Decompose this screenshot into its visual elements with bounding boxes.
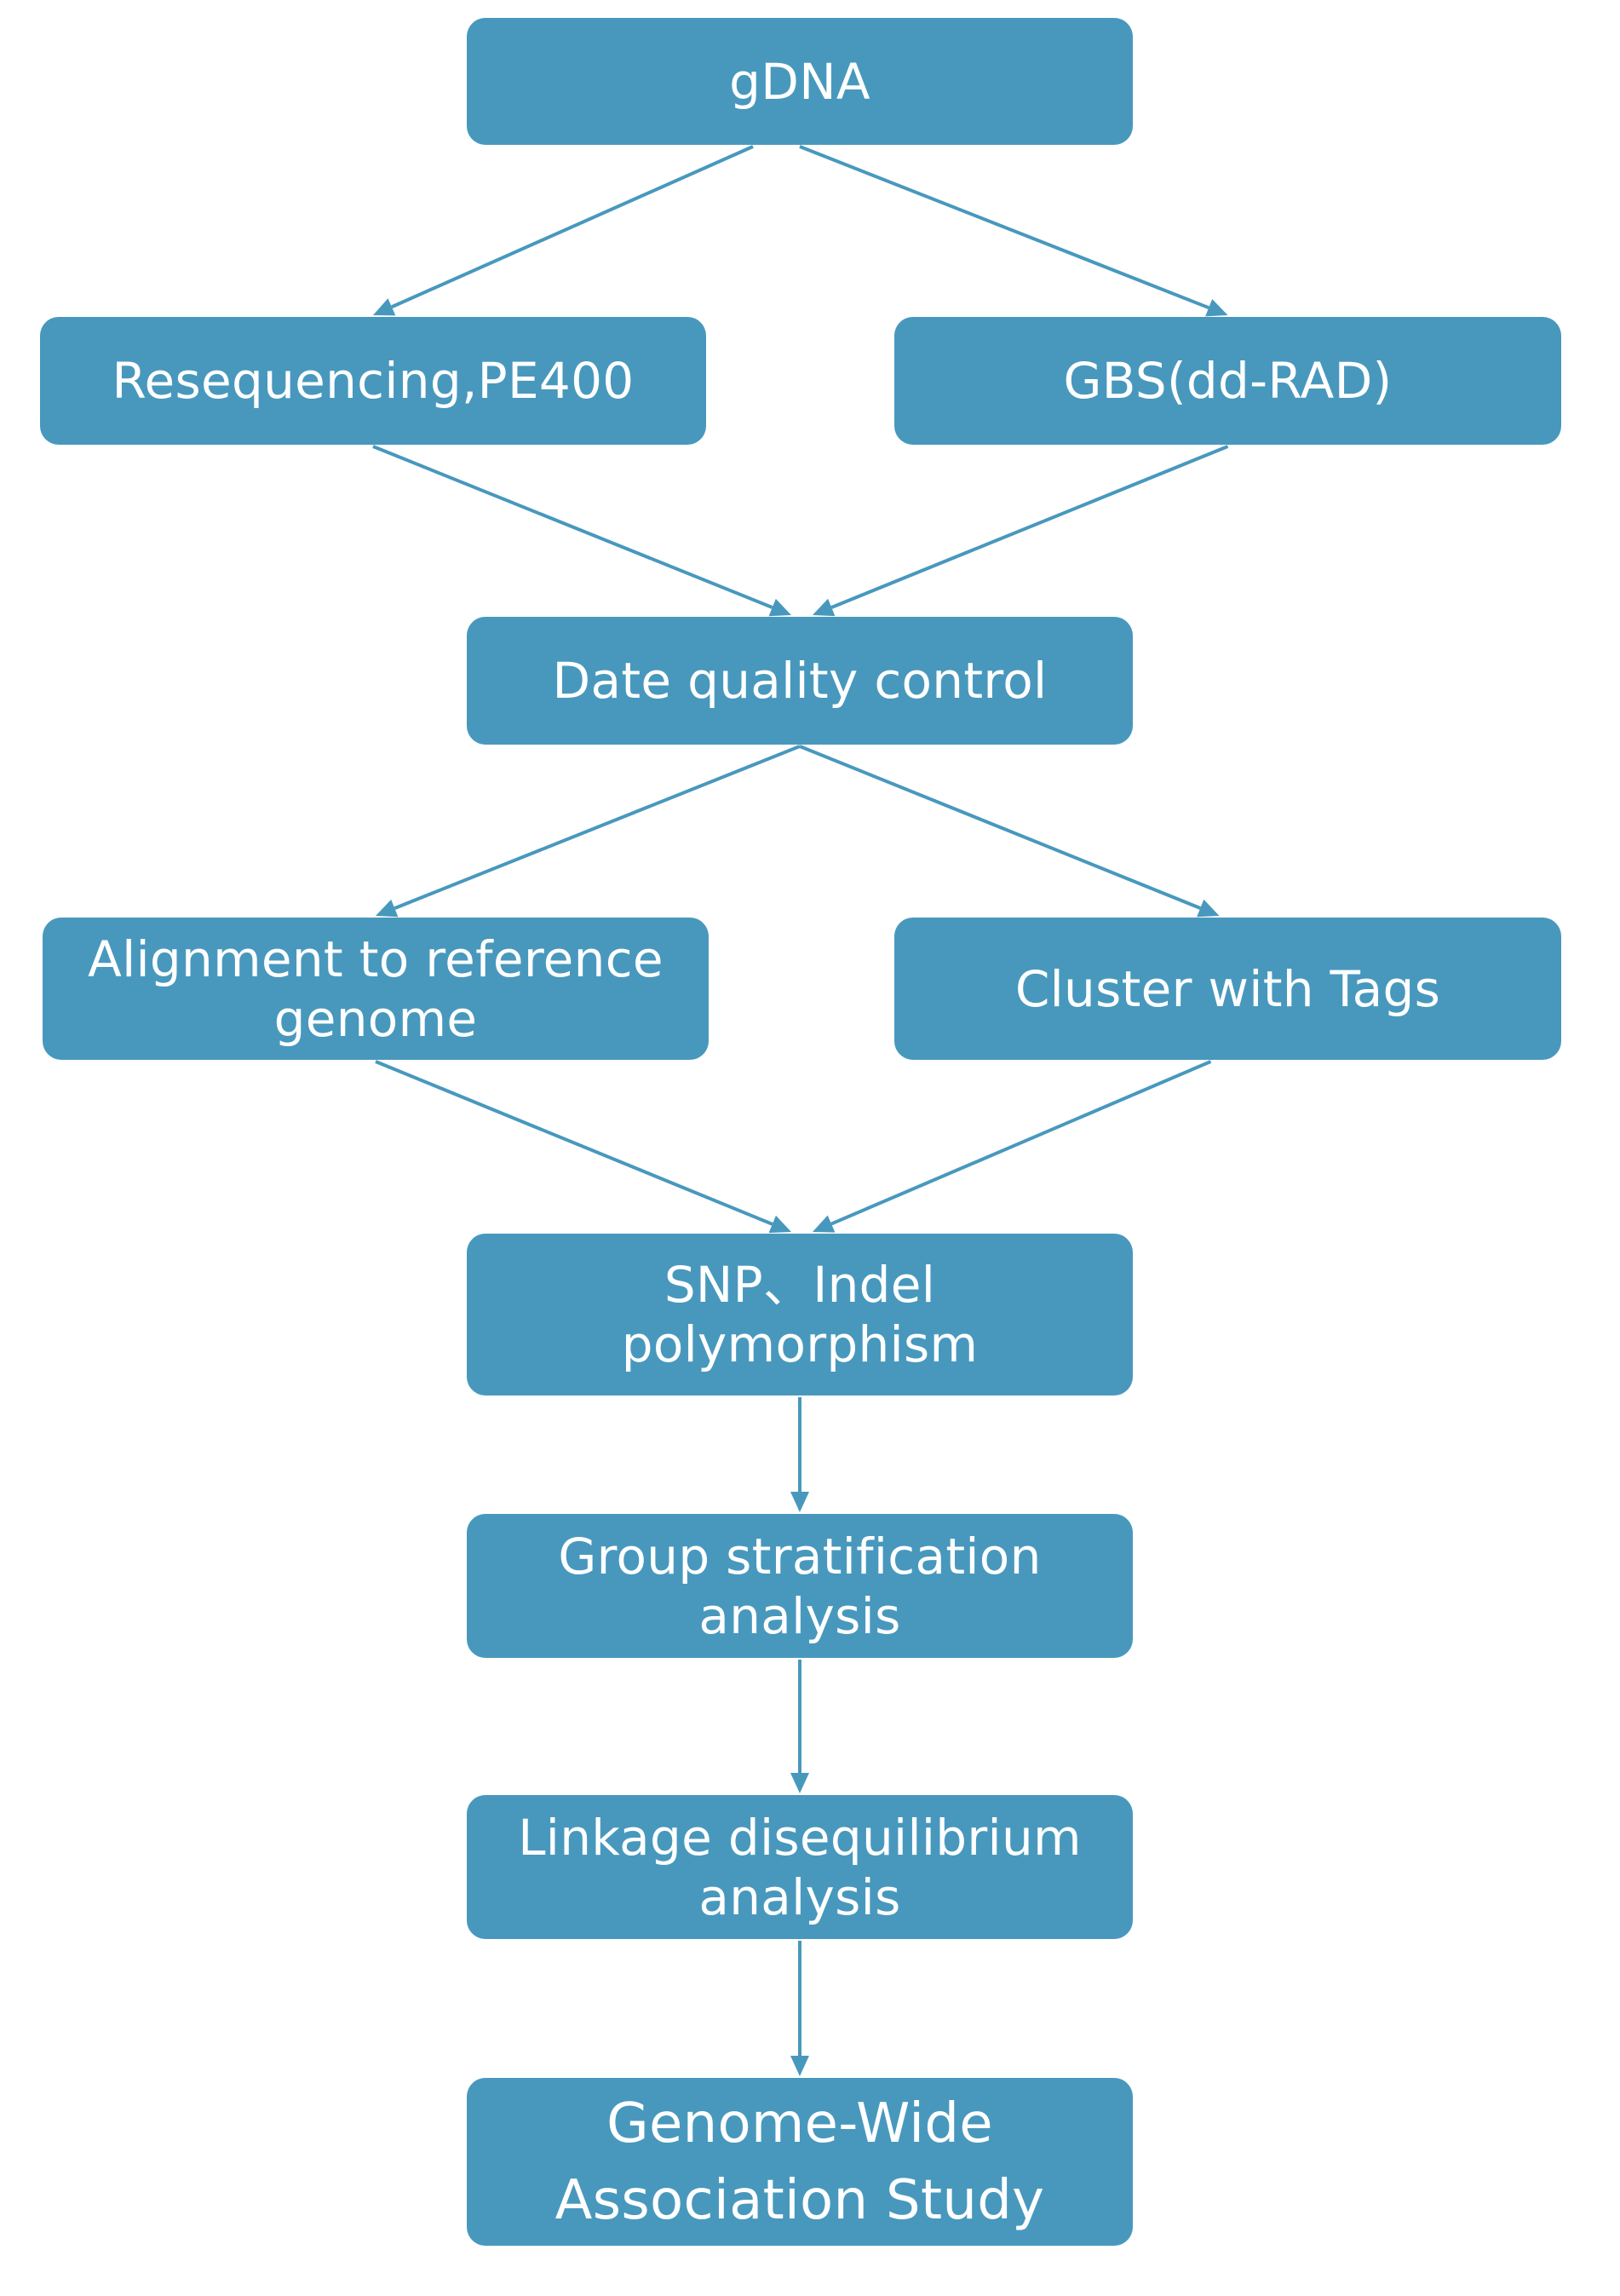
- arrowhead-snp-to-group: [790, 1492, 809, 1512]
- node-gdna: gDNA: [467, 18, 1133, 145]
- node-gwas: Genome-Wide Association Study: [467, 2078, 1133, 2246]
- arrowhead-align-to-snp: [768, 1215, 791, 1234]
- node-snp-indel-line-1: SNP、Indel: [664, 1256, 936, 1314]
- connector-gdna-to-gbs: [799, 145, 1209, 310]
- connector-reseq-to-qc: [372, 445, 773, 609]
- node-linkage-disequilibrium-line-1: Linkage disequilibrium: [518, 1808, 1082, 1867]
- node-cluster-line-1: Cluster with Tags: [1014, 959, 1441, 1018]
- node-gwas-line-2: Association Study: [554, 2168, 1045, 2232]
- node-alignment: Alignment to reference genome: [43, 918, 709, 1060]
- node-snp-indel: SNP、Indel polymorphism: [467, 1234, 1133, 1395]
- arrowhead-cluster-to-snp: [813, 1215, 836, 1233]
- arrowhead-qc-to-cluster: [1197, 899, 1220, 918]
- node-gdna-line-1: gDNA: [729, 52, 870, 111]
- arrowhead-gdna-to-gbs: [1205, 298, 1228, 317]
- arrowhead-qc-to-align: [376, 899, 399, 918]
- node-linkage-disequilibrium-line-2: analysis: [698, 1867, 901, 1926]
- node-group-stratification-line-1: Group stratification: [558, 1527, 1042, 1585]
- node-quality-control: Date quality control: [467, 617, 1133, 745]
- node-snp-indel-line-2: polymorphism: [621, 1315, 979, 1373]
- node-cluster: Cluster with Tags: [894, 918, 1561, 1060]
- connector-gdna-to-reseq: [391, 145, 754, 309]
- node-alignment-line-2: genome: [273, 989, 478, 1048]
- arrowhead-reseq-to-qc: [768, 598, 791, 617]
- node-group-stratification-line-2: analysis: [698, 1586, 901, 1645]
- node-gwas-line-1: Genome-Wide: [606, 2092, 993, 2155]
- node-alignment-line-1: Alignment to reference: [88, 929, 664, 988]
- connector-align-to-snp: [375, 1060, 773, 1226]
- node-gbs: GBS(dd-RAD): [894, 317, 1561, 445]
- connector-qc-to-align: [394, 745, 801, 910]
- node-resequencing: Resequencing,PE400: [40, 317, 706, 445]
- node-group-stratification: Group stratification analysis: [467, 1514, 1133, 1658]
- arrowhead-gbs-to-qc: [813, 598, 836, 617]
- connector-cluster-to-snp: [830, 1060, 1212, 1226]
- node-quality-control-line-1: Date quality control: [552, 652, 1048, 710]
- connector-qc-to-cluster: [799, 745, 1201, 910]
- connector-gbs-to-qc: [830, 445, 1229, 609]
- node-linkage-disequilibrium: Linkage disequilibrium analysis: [467, 1795, 1133, 1939]
- arrowhead-linkage-to-gwas: [790, 2056, 809, 2076]
- node-gbs-line-1: GBS(dd-RAD): [1063, 352, 1393, 410]
- arrowhead-group-to-linkage: [790, 1773, 809, 1793]
- arrowhead-gdna-to-reseq: [373, 298, 396, 316]
- node-resequencing-line-1: Resequencing,PE400: [112, 352, 635, 410]
